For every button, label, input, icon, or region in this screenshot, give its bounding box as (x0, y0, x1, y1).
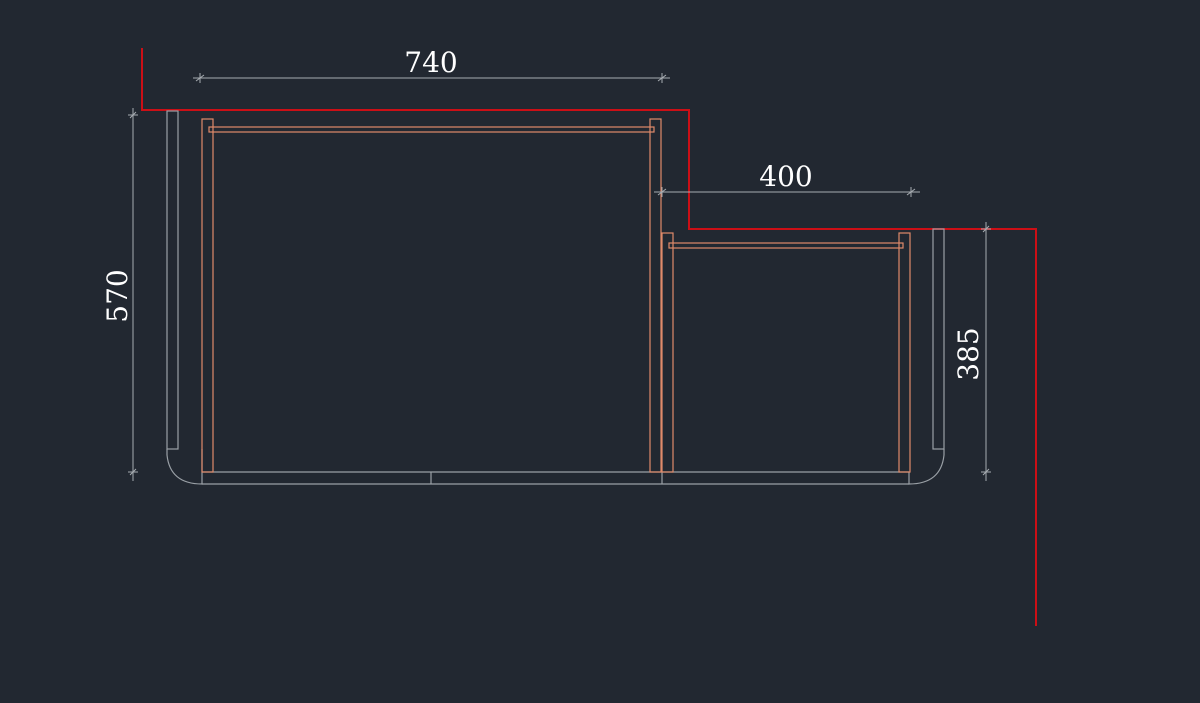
dimension-lower-height (981, 222, 991, 481)
dimension-total-height-label: 570 (101, 269, 134, 322)
dimension-lower-width-label: 400 (759, 160, 812, 193)
middle-divider-panel (649, 118, 662, 473)
lower-cabinet-section (661, 232, 911, 473)
dimension-total-height (128, 108, 138, 481)
lower-shelf-rail (668, 242, 904, 249)
dimension-upper-width (193, 73, 670, 83)
dimension-lower-height-label: 385 (952, 327, 985, 380)
dimension-upper-width-label: 740 (404, 46, 457, 79)
lower-left-side-panel (661, 232, 674, 473)
left-end-post (166, 110, 203, 485)
lower-right-side-panel (898, 232, 911, 473)
dimension-lower-width (654, 187, 920, 197)
right-end-post (908, 228, 945, 485)
upper-shelf-rail (208, 126, 655, 133)
wall-outline (141, 48, 1037, 626)
upper-cabinet-section (201, 118, 662, 473)
base-strip (202, 471, 909, 485)
upper-left-side-panel (201, 118, 214, 473)
